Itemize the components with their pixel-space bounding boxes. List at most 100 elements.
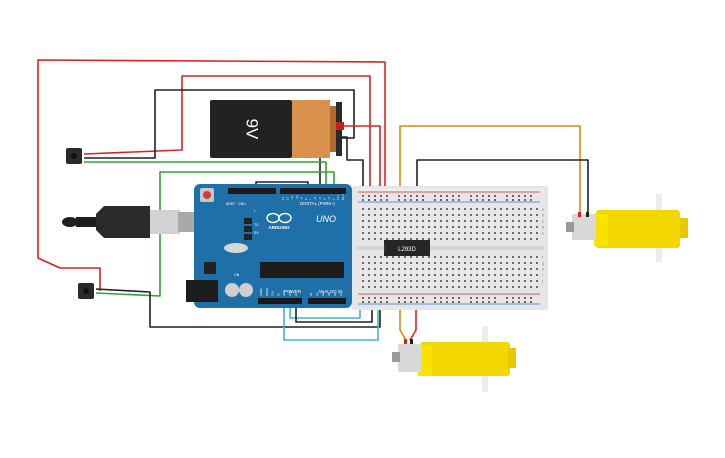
rail-hole[interactable] [512, 301, 514, 303]
breadboard-hole[interactable] [458, 238, 460, 240]
rail-hole[interactable] [470, 195, 472, 197]
breadboard-hole[interactable] [404, 226, 406, 228]
breadboard-hole[interactable] [398, 262, 400, 264]
rail-hole[interactable] [518, 301, 520, 303]
breadboard-hole[interactable] [452, 238, 454, 240]
digital-header-right[interactable] [280, 188, 346, 194]
breadboard-hole[interactable] [458, 220, 460, 222]
breadboard-hole[interactable] [476, 286, 478, 288]
breadboard-hole[interactable] [536, 208, 538, 210]
breadboard-hole[interactable] [374, 220, 376, 222]
breadboard-hole[interactable] [386, 256, 388, 258]
breadboard-hole[interactable] [416, 256, 418, 258]
breadboard-hole[interactable] [512, 286, 514, 288]
breadboard-hole[interactable] [410, 226, 412, 228]
breadboard-hole[interactable] [452, 232, 454, 234]
breadboard-hole[interactable] [476, 226, 478, 228]
rail-hole[interactable] [386, 301, 388, 303]
ir-sensor-2[interactable] [78, 283, 94, 299]
breadboard-hole[interactable] [524, 268, 526, 270]
breadboard-hole[interactable] [500, 238, 502, 240]
breadboard-hole[interactable] [476, 238, 478, 240]
breadboard-hole[interactable] [368, 286, 370, 288]
breadboard-hole[interactable] [362, 232, 364, 234]
breadboard-hole[interactable] [482, 286, 484, 288]
breadboard-hole[interactable] [500, 262, 502, 264]
breadboard-hole[interactable] [464, 232, 466, 234]
breadboard-hole[interactable] [500, 286, 502, 288]
breadboard-hole[interactable] [416, 280, 418, 282]
rail-hole[interactable] [524, 199, 526, 201]
breadboard-hole[interactable] [500, 268, 502, 270]
breadboard-hole[interactable] [476, 274, 478, 276]
arduino-uno-board[interactable]: ARDUINO UNO DIGITAL (PWM~) ANALOG IN POW… [186, 184, 352, 308]
breadboard-hole[interactable] [422, 214, 424, 216]
breadboard-hole[interactable] [518, 280, 520, 282]
breadboard-hole[interactable] [440, 208, 442, 210]
breadboard-hole[interactable] [398, 232, 400, 234]
rail-hole[interactable] [476, 199, 478, 201]
breadboard-hole[interactable] [422, 232, 424, 234]
breadboard-hole[interactable] [452, 208, 454, 210]
rail-hole[interactable] [506, 301, 508, 303]
breadboard-hole[interactable] [500, 208, 502, 210]
breadboard-hole[interactable] [524, 274, 526, 276]
rail-hole[interactable] [482, 297, 484, 299]
digital-header-left[interactable] [228, 188, 276, 194]
breadboard-hole[interactable] [464, 262, 466, 264]
breadboard-hole[interactable] [440, 268, 442, 270]
breadboard-hole[interactable] [380, 214, 382, 216]
breadboard-hole[interactable] [374, 214, 376, 216]
usb-cable[interactable] [62, 206, 196, 238]
breadboard-hole[interactable] [416, 286, 418, 288]
rail-hole[interactable] [494, 301, 496, 303]
breadboard-hole[interactable] [380, 256, 382, 258]
green-wire-sensor2[interactable] [95, 171, 335, 297]
breadboard-hole[interactable] [524, 220, 526, 222]
breadboard-hole[interactable] [482, 274, 484, 276]
breadboard-hole[interactable] [392, 268, 394, 270]
breadboard-hole[interactable] [386, 286, 388, 288]
breadboard-hole[interactable] [374, 232, 376, 234]
breadboard-hole[interactable] [530, 232, 532, 234]
breadboard-hole[interactable] [494, 220, 496, 222]
rail-hole[interactable] [368, 301, 370, 303]
breadboard-hole[interactable] [374, 286, 376, 288]
breadboard-hole[interactable] [452, 274, 454, 276]
breadboard-hole[interactable] [470, 232, 472, 234]
rail-hole[interactable] [374, 301, 376, 303]
breadboard-hole[interactable] [434, 214, 436, 216]
breadboard-hole[interactable] [386, 208, 388, 210]
breadboard-hole[interactable] [416, 238, 418, 240]
breadboard-hole[interactable] [530, 280, 532, 282]
breadboard-hole[interactable] [374, 274, 376, 276]
breadboard-hole[interactable] [494, 256, 496, 258]
breadboard-hole[interactable] [428, 280, 430, 282]
breadboard-hole[interactable] [518, 286, 520, 288]
breadboard-hole[interactable] [518, 226, 520, 228]
breadboard-hole[interactable] [434, 286, 436, 288]
rail-hole[interactable] [422, 195, 424, 197]
breadboard-hole[interactable] [434, 220, 436, 222]
breadboard-hole[interactable] [416, 214, 418, 216]
breadboard-hole[interactable] [416, 274, 418, 276]
rail-hole[interactable] [368, 195, 370, 197]
breadboard-hole[interactable] [500, 274, 502, 276]
breadboard-hole[interactable] [506, 220, 508, 222]
breadboard-hole[interactable] [446, 274, 448, 276]
breadboard-hole[interactable] [374, 256, 376, 258]
breadboard-hole[interactable] [446, 268, 448, 270]
battery-black-wire[interactable] [336, 136, 364, 196]
breadboard-hole[interactable] [440, 256, 442, 258]
rail-hole[interactable] [530, 297, 532, 299]
breadboard-hole[interactable] [446, 220, 448, 222]
breadboard-hole[interactable] [398, 220, 400, 222]
green-wire-sensor1[interactable] [84, 161, 327, 190]
rail-hole[interactable] [374, 297, 376, 299]
breadboard-hole[interactable] [386, 262, 388, 264]
breadboard-hole[interactable] [428, 232, 430, 234]
rail-hole[interactable] [398, 297, 400, 299]
rail-hole[interactable] [434, 297, 436, 299]
breadboard-hole[interactable] [488, 232, 490, 234]
breadboard-hole[interactable] [470, 220, 472, 222]
